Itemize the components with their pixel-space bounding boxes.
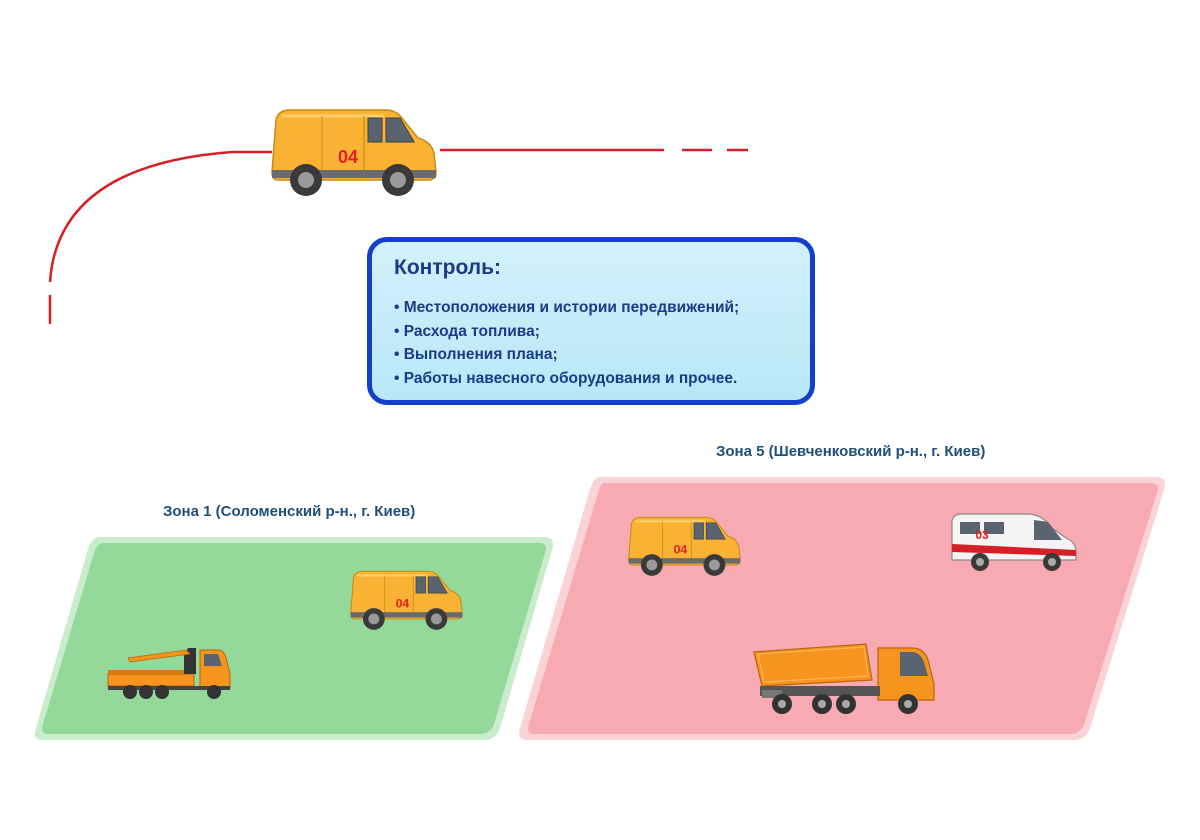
van-number-label: 04: [338, 147, 358, 167]
ambulance-zone-5: 03: [951, 513, 1077, 572]
zone-1-area: [34, 537, 554, 740]
van-main: 04: [270, 108, 438, 198]
control-list-item: Выполнения плана;: [394, 343, 788, 367]
zone-5-label: Зона 5 (Шевченковский р-н., г. Киев): [716, 443, 986, 460]
dump-truck-zone-5: [753, 643, 935, 715]
van-zone-1: 04: [349, 570, 464, 631]
control-list-item: Работы навесного оборудования и прочее.: [394, 367, 788, 391]
van-number-label: 04: [674, 542, 688, 556]
van-zone-5: 04: [627, 516, 742, 577]
ambulance-number-label: 03: [975, 528, 989, 542]
control-list-item: Местоположения и истории передвижений;: [394, 296, 788, 320]
control-list-item: Расхода топлива;: [394, 320, 788, 344]
info-box-title: Контроль:: [394, 256, 501, 279]
zone-1-label: Зона 1 (Соломенский р-н., г. Киев): [163, 503, 416, 520]
van-number-label: 04: [396, 596, 410, 610]
route-line: [48, 148, 748, 324]
control-info-box: Контроль: Местоположения и истории перед…: [367, 237, 815, 405]
control-list: Местоположения и истории передвижений; Р…: [394, 296, 788, 390]
